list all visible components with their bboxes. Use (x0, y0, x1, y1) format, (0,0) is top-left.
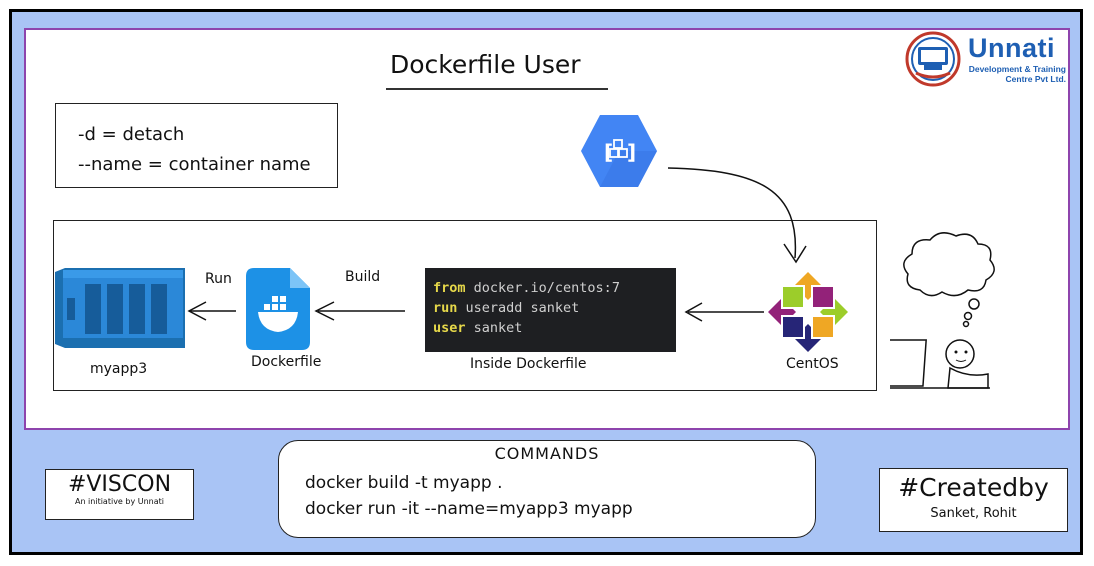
flag-name: --name = container name (78, 154, 311, 175)
workflow-box (53, 220, 877, 391)
unnati-logo: Unnati Development & Training Centre Pvt… (904, 31, 1066, 87)
command-run: docker run -it --name=myapp3 myapp (305, 499, 633, 519)
dockerfile-label: Dockerfile (251, 354, 322, 370)
inside-dockerfile-label: Inside Dockerfile (470, 356, 587, 372)
code-text: docker.io/centos:7 (465, 280, 620, 296)
code-keyword: user (433, 320, 466, 336)
viscon-subtitle: An initiative by Unnati (74, 497, 165, 506)
code-keyword: from (433, 280, 466, 296)
code-line-3: user sanket (433, 318, 668, 338)
container-icon (55, 268, 185, 348)
createdby-tag: #Createdby (898, 473, 1049, 502)
createdby-names: Sanket, Rohit (930, 506, 1017, 521)
commands-box: COMMANDS docker build -t myapp . docker … (278, 440, 816, 538)
code-text: sanket (465, 320, 523, 336)
code-line-2: run useradd sanket (433, 298, 668, 318)
page-title: Dockerfile User (390, 50, 581, 79)
build-arrow-label: Build (345, 269, 381, 285)
title-underline (386, 88, 608, 90)
thinking-person-icon (890, 232, 995, 389)
commands-title: COMMANDS (494, 444, 600, 463)
dockerfile-icon (246, 268, 310, 350)
logo-subtitle: Development & Training Centre Pvt Ltd. (968, 64, 1066, 84)
code-keyword: run (433, 300, 458, 316)
gcp-container-registry-icon: [ ] (581, 115, 657, 187)
viscon-tag: #VISCON (67, 472, 172, 497)
run-arrow-label: Run (205, 271, 232, 287)
container-label: myapp3 (90, 361, 148, 377)
svg-text:[: [ (604, 140, 613, 164)
command-build: docker build -t myapp . (305, 473, 503, 493)
arrow-gcp-to-centos (667, 167, 797, 259)
logo-name: Unnati (968, 33, 1055, 63)
unnati-emblem-icon (905, 31, 961, 87)
createdby-box: #Createdby Sanket, Rohit (879, 468, 1068, 532)
flags-box: -d = detach --name = container name (55, 103, 338, 188)
code-text: useradd sanket (457, 300, 580, 316)
svg-text:]: ] (627, 140, 636, 164)
centos-icon (768, 272, 848, 352)
flag-detach: -d = detach (78, 124, 185, 145)
code-line-1: from docker.io/centos:7 (433, 278, 668, 298)
viscon-box: #VISCON An initiative by Unnati (45, 469, 194, 520)
centos-label: CentOS (786, 356, 839, 372)
